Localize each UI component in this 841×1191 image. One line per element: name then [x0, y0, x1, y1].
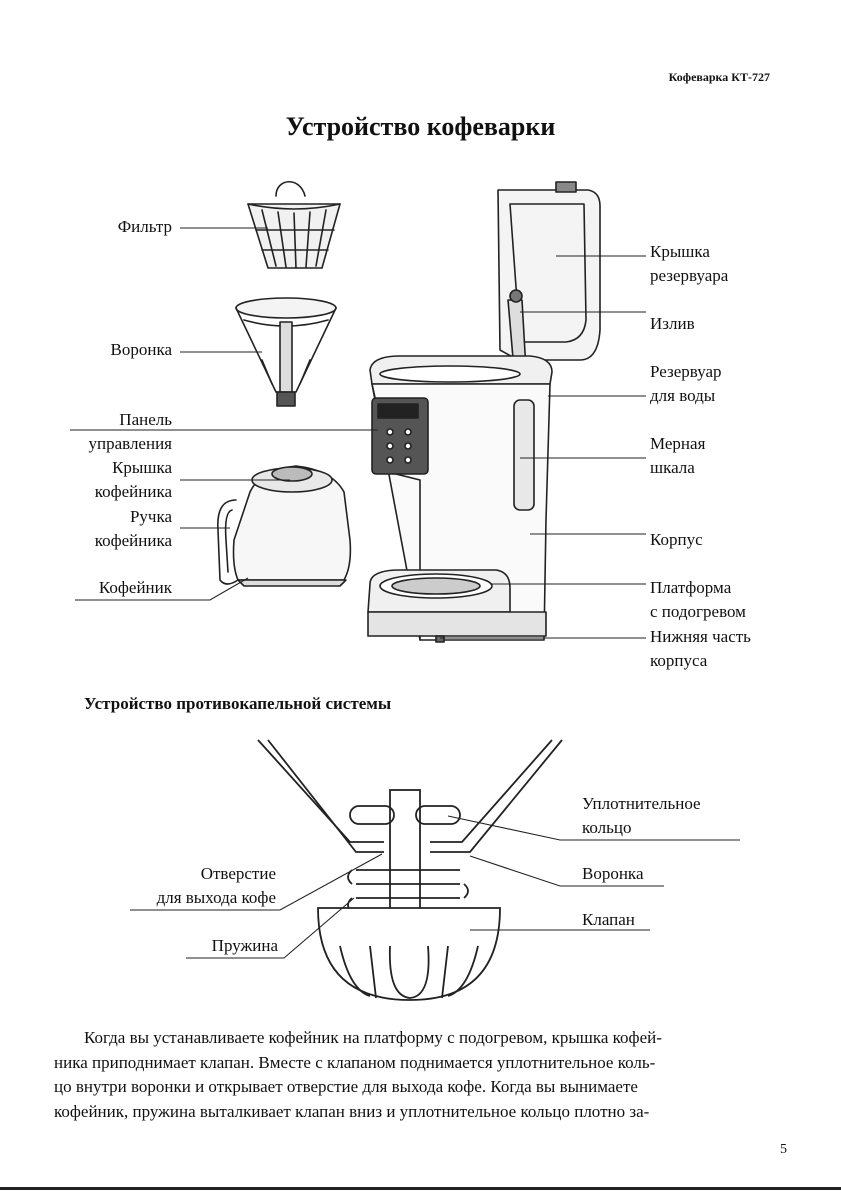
paragraph-line: кофейник, пружина выталкивает клапан вни… [54, 1101, 650, 1121]
paragraph-line: ника приподнимает клапан. Вместе с клапа… [54, 1052, 656, 1072]
funnel-drawing [235, 297, 337, 407]
drip-section-title: Устройство противокапельной системы [84, 694, 392, 713]
label-spring: Пружина [211, 936, 278, 955]
body-paragraph: Когда вы устанавливаете кофейник на плат… [54, 1026, 786, 1124]
label-carafe-handle: Ручка кофейника [94, 507, 172, 550]
carafe-drawing [217, 465, 352, 587]
header-model: Кофеварка КТ-727 [668, 70, 770, 84]
label-water-tank: Резервуар для воды [650, 362, 722, 405]
label-carafe: Кофейник [98, 578, 172, 597]
paragraph-line: Когда вы устанавливаете кофейник на плат… [84, 1028, 662, 1047]
label-filter: Фильтр [117, 217, 172, 236]
label-valve: Клапан [582, 910, 635, 929]
drip-stop-diagram [257, 739, 563, 1001]
label-scale: Мерная шкала [650, 434, 706, 477]
label-body: Корпус [650, 530, 703, 549]
label-outlet: Отверстие для выхода кофе [156, 864, 276, 907]
label-spout: Излив [650, 314, 695, 333]
paragraph-line: цо внутри воронки и открывает отверстие … [54, 1077, 638, 1096]
label-base: Нижняя часть корпуса [650, 627, 751, 670]
bottom-rule [0, 1187, 841, 1190]
label-seal-ring: Уплотнительное кольцо [582, 794, 701, 837]
label-control-panel: Панель управления [88, 410, 173, 453]
label-carafe-lid: Крышка кофейника [94, 458, 172, 501]
label-drip-funnel: Воронка [582, 864, 644, 883]
coffee-maker-drawing [367, 181, 601, 643]
label-tank-lid: Крышка резервуара [650, 242, 729, 285]
label-funnel: Воронка [110, 340, 172, 359]
label-hot-plate: Платформа с подогревом [650, 578, 746, 621]
filter-drawing [247, 180, 341, 269]
page-number: 5 [780, 1142, 787, 1157]
page-title: Устройство кофеварки [285, 112, 556, 141]
